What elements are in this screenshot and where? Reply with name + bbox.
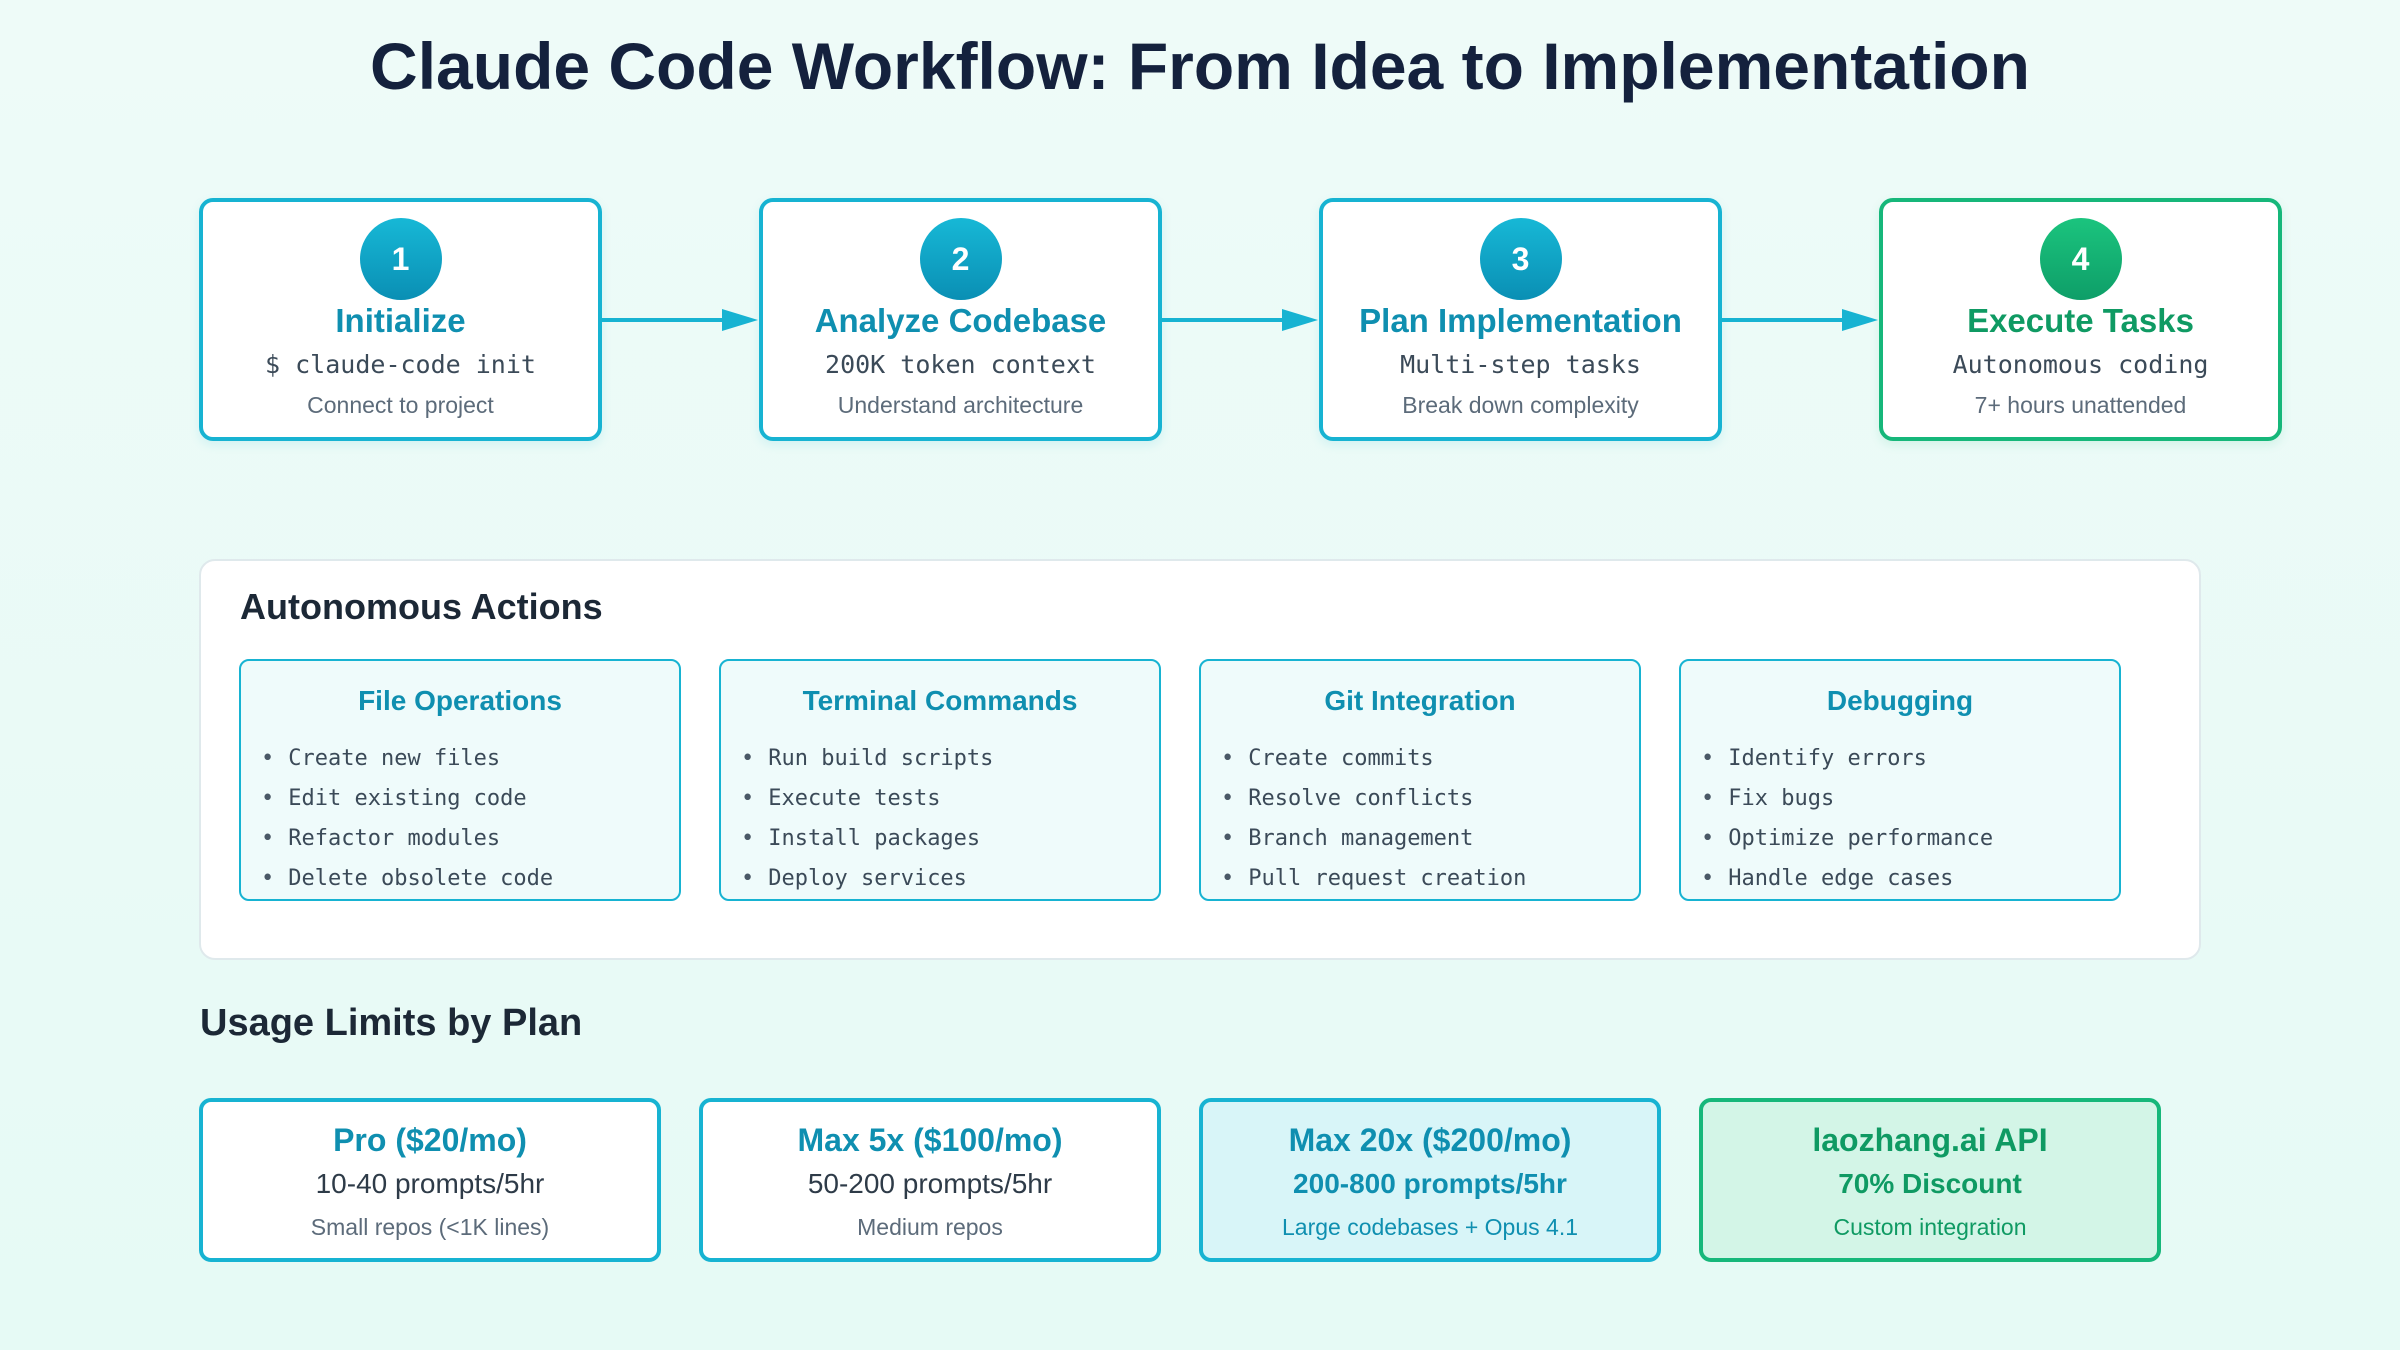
plan-name: Max 5x ($100/mo) <box>797 1122 1063 1158</box>
plan-limit: 70% Discount <box>1838 1168 2022 1199</box>
action-list: Identify errors Fix bugs Optimize perfor… <box>1701 739 1993 899</box>
step-number-badge: 4 <box>2039 218 2122 300</box>
step-analyze-codebase: 2 Analyze Codebase 200K token context Un… <box>759 198 1162 441</box>
action-card-git-integration: Git Integration Create commits Resolve c… <box>1199 659 1641 901</box>
action-card-debugging: Debugging Identify errors Fix bugs Optim… <box>1679 659 2121 901</box>
action-list: Create commits Resolve conflicts Branch … <box>1221 739 1526 899</box>
action-list: Run build scripts Execute tests Install … <box>741 739 993 899</box>
action-card-file-operations: File Operations Create new files Edit ex… <box>239 659 681 901</box>
plan-limit: 50-200 prompts/5hr <box>807 1168 1053 1199</box>
list-item: Resolve conflicts <box>1221 779 1526 819</box>
action-card-title: Git Integration <box>1324 685 1516 716</box>
step-plan-implementation: 3 Plan Implementation Multi-step tasks B… <box>1319 198 1722 441</box>
step-initialize: 1 Initialize $ claude-code init Connect … <box>199 198 602 441</box>
arrow-right-icon <box>602 309 758 331</box>
step-description: Understand architecture <box>837 392 1084 418</box>
step-title: Plan Implementation <box>1359 302 1682 339</box>
arrow-right-icon <box>1722 309 1878 331</box>
plan-name: Pro ($20/mo) <box>333 1122 527 1158</box>
list-item: Install packages <box>741 819 993 859</box>
plan-name: Max 20x ($200/mo) <box>1288 1122 1572 1158</box>
list-item: Edit existing code <box>261 779 553 819</box>
list-item: Pull request creation <box>1221 859 1526 899</box>
plan-card-max-5x: Max 5x ($100/mo) 50-200 prompts/5hr Medi… <box>699 1098 1161 1262</box>
step-command: 200K token context <box>825 350 1096 379</box>
step-title: Initialize <box>335 302 466 339</box>
list-item: Deploy services <box>741 859 993 899</box>
list-item: Delete obsolete code <box>261 859 553 899</box>
step-number-badge: 3 <box>1479 218 1562 300</box>
action-card-title: Debugging <box>1826 685 1974 716</box>
step-command: $ claude-code init <box>265 350 536 379</box>
step-execute-tasks: 4 Execute Tasks Autonomous coding 7+ hou… <box>1879 198 2282 441</box>
action-card-title: Terminal Commands <box>802 685 1078 716</box>
usage-limits-title: Usage Limits by Plan <box>200 1002 583 1044</box>
list-item: Refactor modules <box>261 819 553 859</box>
action-card-title: File Operations <box>358 685 562 716</box>
list-item: Create commits <box>1221 739 1526 779</box>
list-item: Branch management <box>1221 819 1526 859</box>
action-list: Create new files Edit existing code Refa… <box>261 739 553 899</box>
step-title: Analyze Codebase <box>814 302 1107 339</box>
list-item: Execute tests <box>741 779 993 819</box>
step-description: 7+ hours unattended <box>1974 392 2187 418</box>
list-item: Fix bugs <box>1701 779 1993 819</box>
list-item: Run build scripts <box>741 739 993 779</box>
plan-card-api: laozhang.ai API 70% Discount Custom inte… <box>1699 1098 2161 1262</box>
list-item: Handle edge cases <box>1701 859 1993 899</box>
plan-limit: 200-800 prompts/5hr <box>1293 1168 1567 1199</box>
page-title: Claude Code Workflow: From Idea to Imple… <box>370 29 2030 103</box>
arrow-right-icon <box>1162 309 1318 331</box>
list-item: Optimize performance <box>1701 819 1993 859</box>
plan-note: Medium repos <box>857 1214 1003 1240</box>
plan-limit: 10-40 prompts/5hr <box>315 1168 545 1199</box>
step-number-badge: 1 <box>359 218 442 300</box>
step-description: Break down complexity <box>1402 392 1639 418</box>
plan-card-max-20x: Max 20x ($200/mo) 200-800 prompts/5hr La… <box>1199 1098 1661 1262</box>
list-item: Create new files <box>261 739 553 779</box>
plan-note: Small repos (<1K lines) <box>310 1214 550 1240</box>
step-number-badge: 2 <box>919 218 1002 300</box>
plan-note: Large codebases + Opus 4.1 <box>1281 1214 1578 1240</box>
action-card-terminal-commands: Terminal Commands Run build scripts Exec… <box>719 659 1161 901</box>
step-description: Connect to project <box>307 392 494 418</box>
plan-card-pro: Pro ($20/mo) 10-40 prompts/5hr Small rep… <box>199 1098 661 1262</box>
plan-name: laozhang.ai API <box>1812 1122 2048 1158</box>
autonomous-actions-title: Autonomous Actions <box>240 586 603 627</box>
plan-note: Custom integration <box>1833 1214 2027 1240</box>
step-title: Execute Tasks <box>1967 302 2194 339</box>
step-command: Autonomous coding <box>1952 350 2209 379</box>
list-item: Identify errors <box>1701 739 1993 779</box>
step-command: Multi-step tasks <box>1400 350 1641 379</box>
